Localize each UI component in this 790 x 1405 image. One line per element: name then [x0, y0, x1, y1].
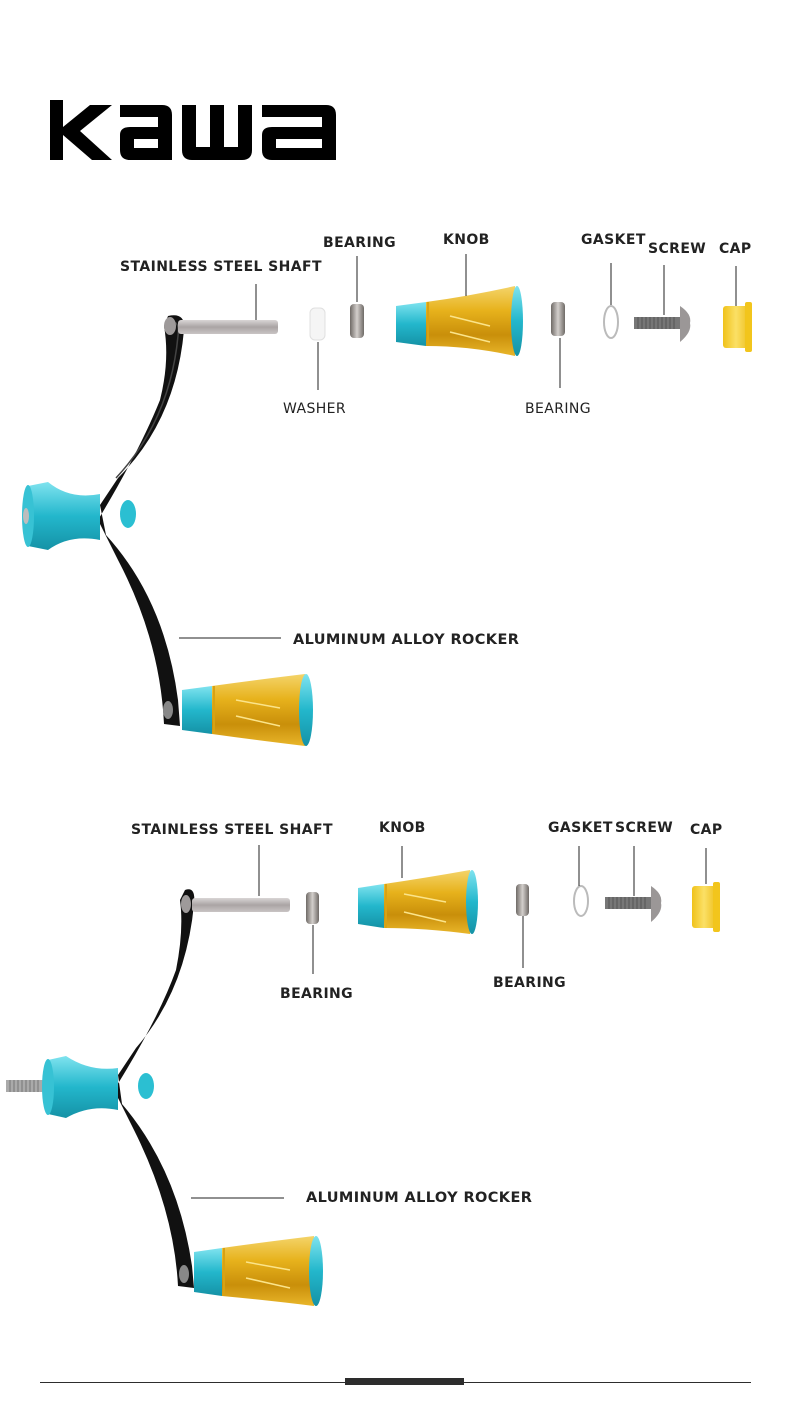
screw-2: [605, 886, 662, 922]
kawa-logo: [50, 100, 336, 160]
knob-exploded: [396, 286, 523, 356]
label-cap-2: CAP: [690, 822, 723, 838]
label-bearing-bottom-1: BEARING: [525, 401, 592, 417]
label-knob-2: KNOB: [379, 820, 426, 836]
label-screw-1: SCREW: [648, 241, 707, 257]
bearing-bottom: [551, 302, 565, 336]
washer: [309, 307, 326, 341]
label-rocker-2: ALUMINUM ALLOY ROCKER: [306, 1190, 533, 1206]
leader-lines: [179, 254, 737, 639]
label-rocker-1: ALUMINUM ALLOY ROCKER: [293, 632, 520, 648]
bearing-top: [350, 304, 364, 338]
leader-lines-2: [191, 845, 707, 1199]
label-cap-1: CAP: [719, 241, 752, 257]
teal-center-knob: [22, 482, 136, 550]
screw: [634, 306, 691, 342]
gasket: [603, 305, 619, 339]
teal-center-knob-2: [6, 1056, 154, 1118]
cap-2: [692, 882, 720, 932]
knob-exploded-2: [358, 870, 478, 934]
label-shaft-2: STAINLESS STEEL SHAFT: [131, 822, 333, 838]
knob-assembled-2: [179, 1236, 323, 1306]
rocker-arm: [98, 315, 185, 726]
rocker-arm-2: [114, 889, 195, 1288]
cap: [723, 302, 752, 352]
label-screw-2: SCREW: [615, 820, 674, 836]
label-gasket-1: GASKET: [581, 232, 646, 248]
stainless-steel-shaft: [164, 317, 278, 335]
label-knob-1: KNOB: [443, 232, 490, 248]
label-bearing-left-2: BEARING: [280, 986, 354, 1002]
label-shaft-1: STAINLESS STEEL SHAFT: [120, 259, 322, 275]
footer-divider-bar: [345, 1378, 464, 1385]
stainless-steel-shaft-2: [181, 895, 290, 913]
diagram-2: [6, 845, 720, 1306]
bearing-right-2: [516, 884, 529, 916]
diagram-1: [22, 254, 752, 746]
label-washer-1: WASHER: [283, 401, 347, 417]
label-bearing-right-2: BEARING: [493, 975, 567, 991]
bearing-left-2: [306, 892, 319, 924]
label-bearing-top-1: BEARING: [323, 235, 397, 251]
gasket-2: [573, 885, 589, 917]
knob-assembled: [163, 674, 313, 746]
label-gasket-2: GASKET: [548, 820, 613, 836]
